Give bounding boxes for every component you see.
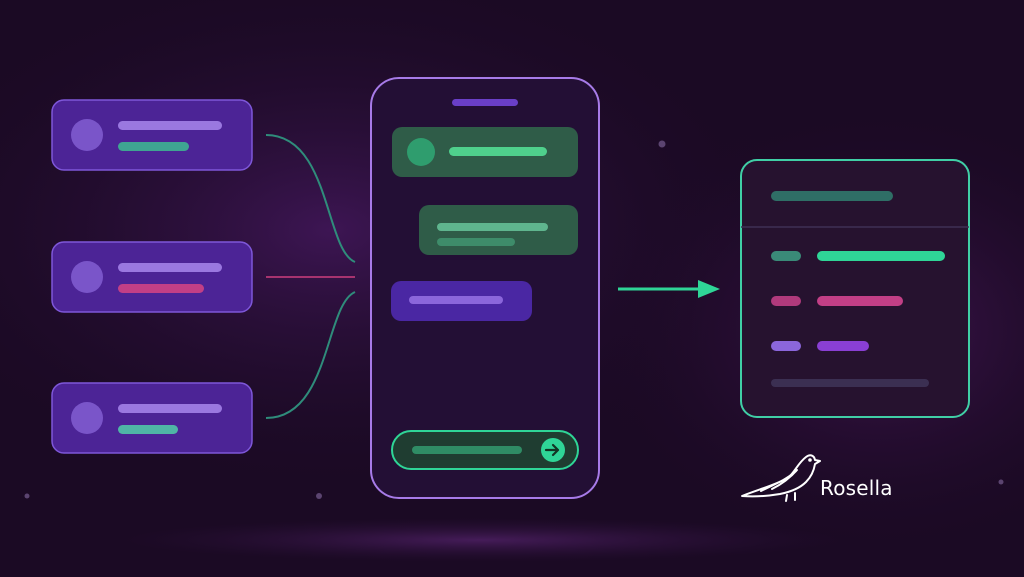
message-input[interactable] bbox=[391, 430, 579, 470]
star-dot bbox=[24, 493, 30, 499]
source-card bbox=[51, 99, 253, 171]
brand-name: Rosella bbox=[820, 476, 893, 500]
chat-bubble-incoming bbox=[391, 281, 532, 321]
arrow-right-icon bbox=[698, 280, 720, 298]
text-line bbox=[437, 238, 515, 246]
text-line bbox=[118, 121, 222, 130]
row-tag bbox=[771, 296, 801, 306]
avatar bbox=[71, 261, 103, 293]
panel-footer-line bbox=[771, 379, 929, 387]
avatar bbox=[71, 402, 103, 434]
send-button[interactable] bbox=[541, 438, 565, 462]
text-line bbox=[118, 404, 222, 413]
source-card bbox=[51, 241, 253, 313]
connector-line bbox=[265, 291, 356, 419]
flow-arrow bbox=[618, 280, 720, 298]
row-tag bbox=[771, 251, 801, 261]
text-line bbox=[118, 263, 222, 272]
text-line bbox=[118, 284, 204, 293]
chat-bubble-outgoing bbox=[419, 205, 578, 255]
phone-mockup bbox=[370, 77, 600, 499]
arrow-right-icon bbox=[544, 443, 560, 457]
result-row bbox=[771, 341, 869, 351]
star-dot bbox=[998, 479, 1004, 485]
input-placeholder-line bbox=[412, 446, 522, 454]
connector-line bbox=[265, 134, 356, 263]
text-line bbox=[118, 425, 178, 434]
text-line bbox=[409, 296, 503, 304]
row-tag bbox=[771, 341, 801, 351]
star-dot bbox=[658, 140, 666, 148]
row-bar bbox=[817, 296, 903, 306]
text-line bbox=[118, 142, 189, 151]
result-panel bbox=[740, 159, 970, 418]
row-bar bbox=[817, 341, 869, 351]
panel-title-line bbox=[771, 191, 893, 201]
source-card bbox=[51, 382, 253, 454]
row-bar bbox=[817, 251, 945, 261]
avatar bbox=[71, 119, 103, 151]
chat-bubble-incoming bbox=[392, 127, 578, 177]
avatar bbox=[407, 138, 435, 166]
text-line bbox=[437, 223, 548, 231]
text-line bbox=[449, 147, 547, 156]
floor-shadow bbox=[120, 518, 840, 562]
star-dot bbox=[316, 493, 322, 499]
result-row bbox=[771, 296, 903, 306]
rosella-bird-icon bbox=[741, 454, 821, 502]
result-row bbox=[771, 251, 945, 261]
phone-speaker bbox=[452, 99, 518, 106]
